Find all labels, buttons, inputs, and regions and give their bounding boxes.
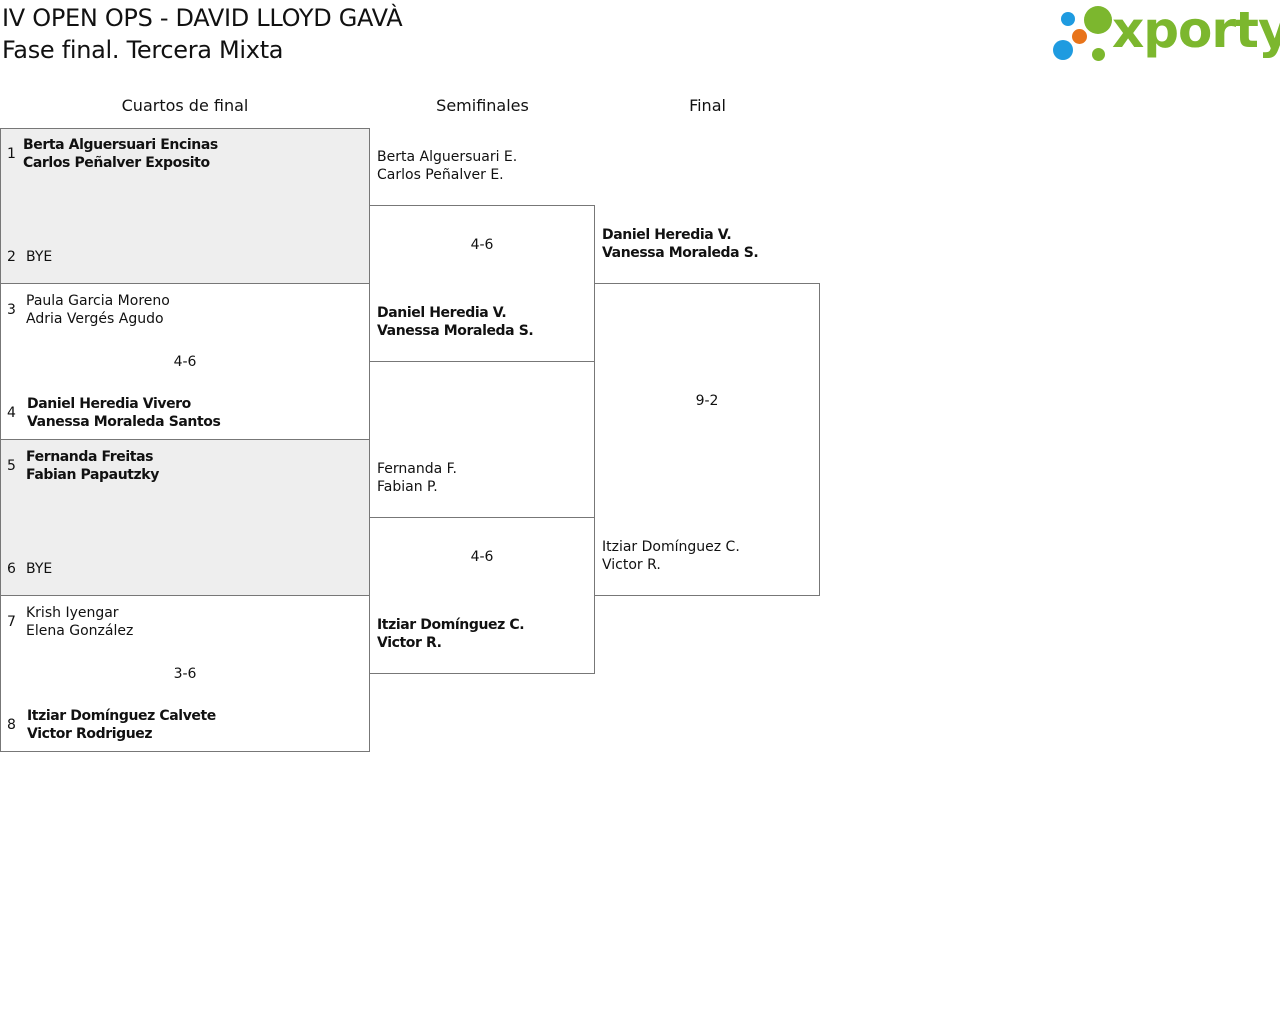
player-name: Victor R.: [602, 557, 661, 573]
seed-number: 1: [7, 146, 16, 162]
team-entry[interactable]: Krish Iyengar Elena González: [26, 604, 133, 640]
team-entry[interactable]: Fernanda F. Fabian P.: [377, 460, 457, 496]
seed-number: 5: [7, 458, 16, 474]
seed-number: 6: [7, 561, 16, 577]
player-name: Fernanda Freitas: [26, 449, 154, 465]
player-name: Victor Rodriguez: [27, 726, 153, 742]
player-name: Daniel Heredia V.: [377, 305, 507, 321]
seed-number: 4: [7, 405, 16, 421]
logo-dot-icon: [1072, 29, 1087, 44]
team-entry-winner[interactable]: Daniel Heredia V. Vanessa Moraleda S.: [602, 226, 759, 262]
player-name: Krish Iyengar: [26, 605, 119, 621]
team-entry-winner[interactable]: Itziar Domínguez Calvete Victor Rodrigue…: [27, 707, 216, 743]
logo-dot-icon: [1053, 40, 1073, 60]
xporty-logo[interactable]: xporty: [1050, 1, 1280, 68]
player-name: Fernanda F.: [377, 461, 457, 477]
player-name: Itziar Domínguez C.: [377, 617, 525, 633]
team-entry[interactable]: Fernanda Freitas Fabian Papautzky: [26, 448, 159, 484]
logo-dot-icon: [1084, 6, 1112, 34]
final-match: [594, 283, 820, 596]
round-heading-final: Final: [689, 96, 726, 115]
player-name: Fabian Papautzky: [26, 467, 159, 483]
quarterfinal-match-1: [0, 128, 370, 284]
phase-subtitle: Fase final. Tercera Mixta: [2, 36, 284, 64]
team-entry[interactable]: Itziar Domínguez C. Victor R.: [602, 538, 740, 574]
match-score: 4-6: [173, 354, 197, 370]
player-name: Berta Alguersuari E.: [377, 149, 518, 165]
logo-wordmark: xporty: [1112, 1, 1280, 59]
bye-label: BYE: [26, 249, 53, 265]
team-entry[interactable]: Paula Garcia Moreno Adria Vergés Agudo: [26, 292, 170, 328]
team-entry[interactable]: Berta Alguersuari Encinas Carlos Peñalve…: [23, 136, 218, 172]
player-name: Vanessa Moraleda Santos: [27, 414, 221, 430]
match-score: 3-6: [173, 666, 197, 682]
player-name: Paula Garcia Moreno: [26, 293, 170, 309]
logo-dot-icon: [1061, 12, 1075, 26]
player-name: Daniel Heredia Vivero: [27, 396, 191, 412]
match-score: 4-6: [470, 237, 494, 253]
seed-number: 8: [7, 717, 16, 733]
player-name: Berta Alguersuari Encinas: [23, 137, 218, 153]
player-name: Carlos Peñalver Exposito: [23, 155, 210, 171]
seed-number: 3: [7, 302, 16, 318]
logo-dot-icon: [1092, 48, 1105, 61]
team-entry-winner[interactable]: Daniel Heredia Vivero Vanessa Moraleda S…: [27, 395, 221, 431]
match-score: 9-2: [695, 393, 719, 409]
player-name: Fabian P.: [377, 479, 438, 495]
round-heading-quarterfinals: Cuartos de final: [121, 96, 249, 115]
tournament-title: IV OPEN OPS - DAVID LLOYD GAVÀ: [2, 4, 403, 32]
seed-number: 7: [7, 614, 16, 630]
match-score: 4-6: [470, 549, 494, 565]
round-heading-semifinals: Semifinales: [436, 96, 529, 115]
player-name: Itziar Domínguez Calvete: [27, 708, 216, 724]
team-entry-winner[interactable]: Itziar Domínguez C. Victor R.: [377, 616, 525, 652]
player-name: Vanessa Moraleda S.: [377, 323, 534, 339]
player-name: Victor R.: [377, 635, 442, 651]
player-name: Itziar Domínguez C.: [602, 539, 740, 555]
player-name: Elena González: [26, 623, 134, 639]
quarterfinal-match-3: [0, 439, 370, 596]
player-name: Daniel Heredia V.: [602, 227, 732, 243]
team-entry-winner[interactable]: Daniel Heredia V. Vanessa Moraleda S.: [377, 304, 534, 340]
bye-label: BYE: [26, 561, 53, 577]
team-entry[interactable]: Berta Alguersuari E. Carlos Peñalver E.: [377, 148, 517, 184]
seed-number: 2: [7, 249, 16, 265]
player-name: Vanessa Moraleda S.: [602, 245, 759, 261]
player-name: Adria Vergés Agudo: [26, 311, 164, 327]
player-name: Carlos Peñalver E.: [377, 167, 504, 183]
